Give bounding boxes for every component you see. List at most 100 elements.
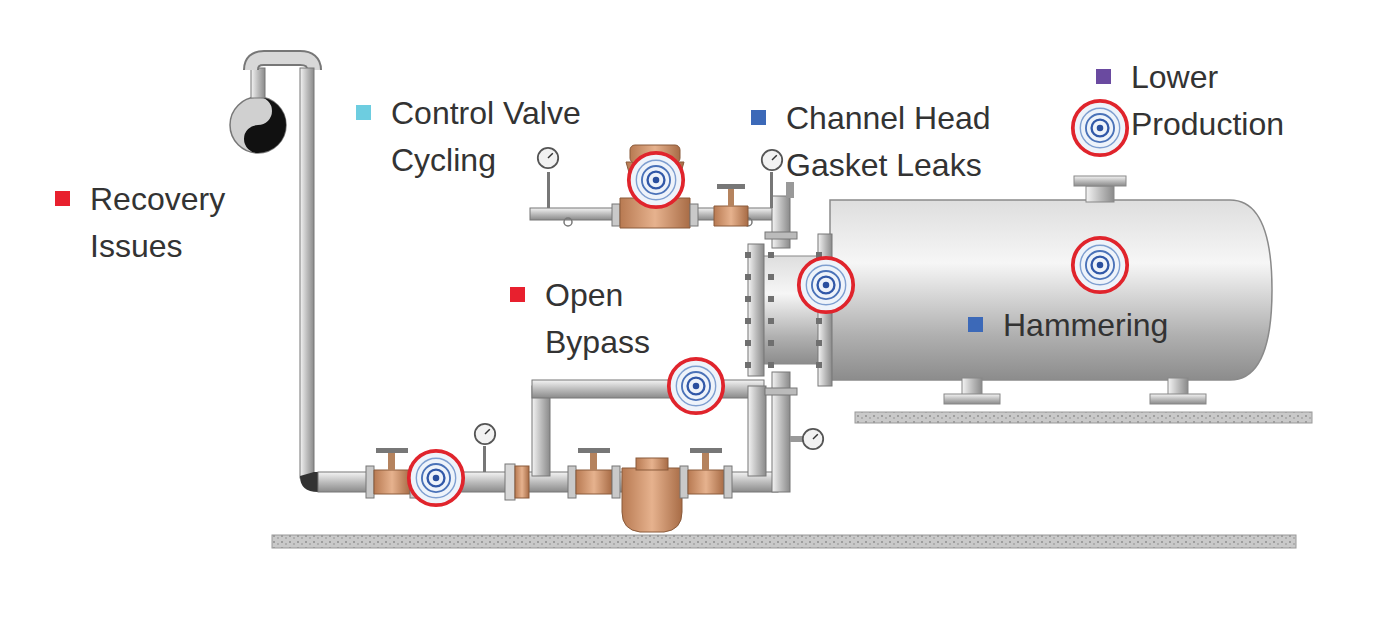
illustration-part	[830, 200, 1272, 380]
illustration-part	[688, 470, 724, 494]
illustration-part	[768, 340, 774, 346]
illustration-part	[300, 68, 314, 478]
issue-text: Open Bypass	[545, 272, 695, 366]
illustration-part	[748, 244, 764, 376]
illustration-part	[1073, 238, 1127, 292]
illustration-part	[768, 362, 774, 368]
illustration-part	[702, 452, 709, 470]
illustration-part	[724, 466, 732, 498]
illustration-part	[748, 386, 766, 476]
issue-label: Control Valve Cycling	[356, 90, 631, 184]
illustration-part	[251, 68, 265, 98]
illustration-part	[745, 362, 751, 368]
issue-label: Recovery Issues	[55, 176, 270, 270]
illustration-part	[745, 252, 751, 258]
illustration-part	[629, 153, 683, 207]
issue-label: Hammering	[968, 302, 1223, 349]
illustration-part	[768, 318, 774, 324]
illustration-part	[770, 172, 773, 208]
illustration-part	[636, 458, 668, 470]
illustration-part	[799, 258, 853, 312]
illustration-part	[745, 318, 751, 324]
illustration-part	[532, 386, 550, 476]
illustration-part	[590, 452, 597, 470]
illustration-part	[374, 470, 410, 494]
illustration-part	[772, 196, 790, 248]
illustration-part	[612, 204, 620, 226]
illustration-part	[745, 340, 751, 346]
illustration-part	[944, 394, 1000, 404]
illustration-part	[505, 464, 515, 500]
illustration-part	[1150, 394, 1206, 404]
illustration-part	[1074, 176, 1126, 186]
steam-supply-line	[530, 145, 797, 248]
issue-text: Channel Head Gasket Leaks	[786, 95, 1026, 189]
problem-targets	[409, 101, 1127, 505]
illustration-part	[1086, 186, 1114, 202]
illustration-part	[564, 218, 572, 226]
illustration-part	[1168, 378, 1188, 396]
illustration-part	[300, 472, 320, 492]
illustration-part	[669, 359, 723, 413]
illustration-part	[816, 340, 822, 346]
illustration-part	[576, 470, 612, 494]
illustration-part	[547, 172, 550, 208]
color-swatch	[968, 317, 983, 332]
bypass-loop	[532, 380, 766, 476]
illustration-part	[1073, 101, 1127, 155]
issue-text: Hammering	[1003, 302, 1223, 349]
illustration-part	[409, 451, 463, 505]
illustration-part	[690, 204, 698, 226]
illustration-part	[717, 184, 745, 189]
illustration-part	[768, 274, 774, 280]
color-swatch	[751, 110, 766, 125]
illustration-part	[532, 380, 764, 398]
color-swatch	[356, 105, 371, 120]
illustration-part	[745, 296, 751, 302]
illustration-part	[768, 252, 774, 258]
main-line-fittings	[366, 424, 732, 532]
illustration-part	[244, 97, 286, 153]
illustration-part	[538, 148, 558, 168]
illustration-part	[680, 466, 688, 498]
issue-label: Channel Head Gasket Leaks	[751, 95, 1026, 189]
illustration-part	[728, 188, 734, 206]
illustration-part	[568, 466, 576, 498]
condensate-riser	[765, 372, 823, 492]
illustration-part	[578, 448, 610, 453]
illustration-part	[388, 452, 395, 470]
illustration-part	[745, 274, 751, 280]
illustration-part	[376, 448, 408, 453]
issue-text: Recovery Issues	[90, 176, 270, 270]
illustration-part	[803, 429, 823, 449]
illustration-part	[765, 388, 797, 395]
issue-text: Lower Production	[1131, 54, 1331, 148]
illustration-part	[612, 466, 620, 498]
illustration-part	[622, 468, 682, 532]
illustration-part	[962, 378, 982, 396]
issue-text: Control Valve Cycling	[391, 90, 631, 184]
issue-label: Lower Production	[1096, 54, 1331, 148]
illustration-part	[483, 446, 486, 472]
illustration-part	[816, 362, 822, 368]
color-swatch	[510, 287, 525, 302]
illustration-part	[855, 412, 1312, 423]
illustration-part	[762, 150, 782, 170]
illustration-part	[366, 466, 374, 498]
color-swatch	[55, 191, 70, 206]
illustration-part	[768, 296, 774, 302]
illustration-part	[816, 318, 822, 324]
illustration-part	[690, 448, 722, 453]
condensate-return-pipe	[230, 58, 778, 492]
heat-exchanger	[745, 176, 1272, 404]
illustration-part	[515, 466, 529, 498]
issue-label: Open Bypass	[510, 272, 695, 366]
illustration-part	[714, 206, 748, 226]
illustration-part	[272, 535, 1296, 548]
color-swatch	[1096, 69, 1111, 84]
illustration-part	[230, 97, 286, 153]
illustration-part	[765, 232, 797, 239]
ground-slabs	[272, 412, 1312, 548]
illustration-part	[786, 182, 794, 198]
illustration-part	[475, 424, 495, 444]
